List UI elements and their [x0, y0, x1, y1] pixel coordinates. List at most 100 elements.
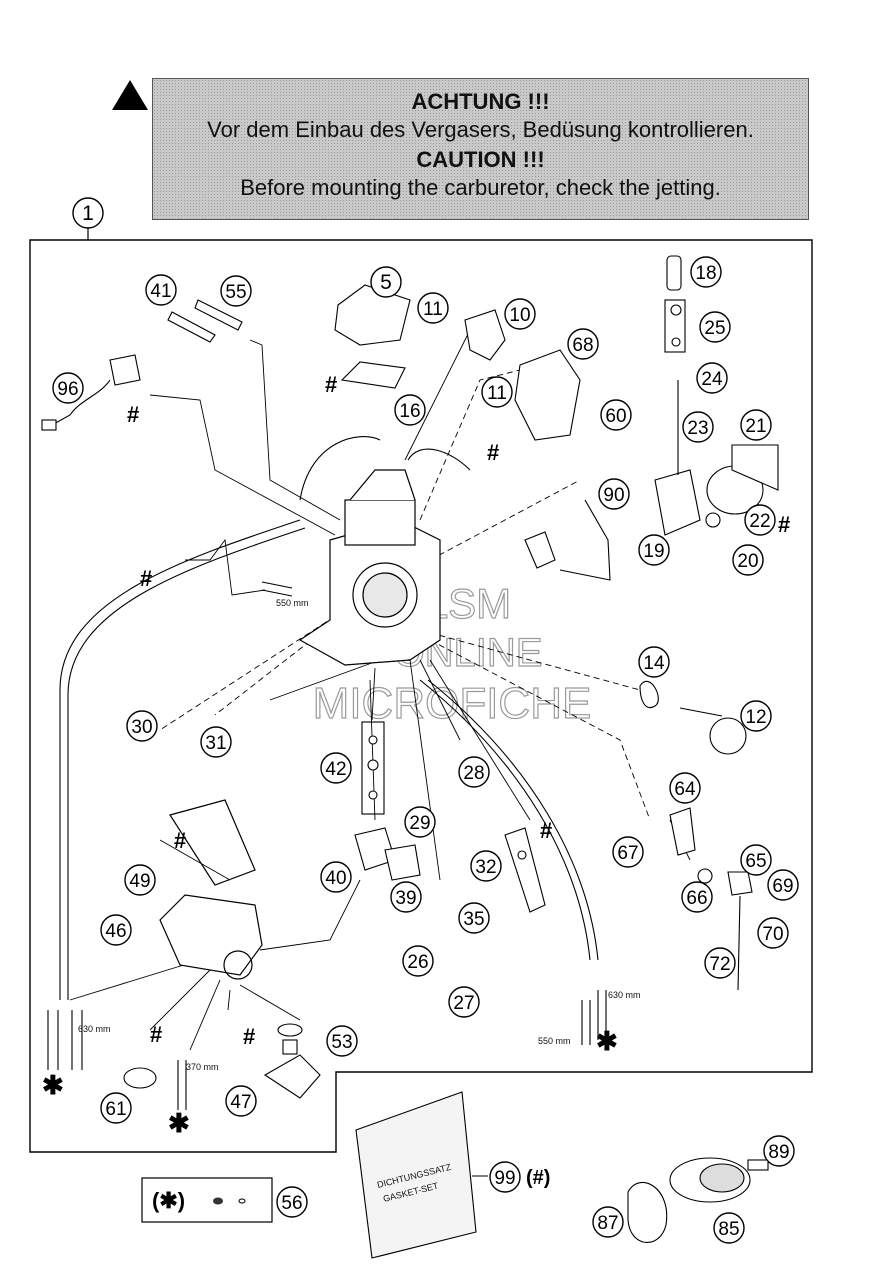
caution-title-de: ACHTUNG !!! [411, 89, 550, 114]
callout-number: 32 [475, 857, 496, 878]
callout-number: 96 [57, 379, 78, 400]
carburetor-body [298, 469, 441, 666]
watermark-line3: MICROFICHE [313, 679, 592, 728]
caution-text-de: Vor dem Einbau des Vergasers, Bedüsung k… [207, 117, 754, 142]
callout-22: 22 [744, 504, 776, 536]
callout-72: 72 [704, 947, 736, 979]
callout-61: 61 [100, 1092, 132, 1124]
callout-number: 29 [409, 813, 430, 834]
stack-18-25 [664, 255, 686, 353]
callout-68: 68 [567, 328, 599, 360]
callout-number: 70 [762, 924, 783, 945]
callout-number: 99 [494, 1168, 515, 1189]
callout-number: 26 [407, 952, 428, 973]
hash-marker: # [540, 818, 552, 843]
callout-11: 11 [481, 376, 513, 408]
callout-number: 87 [597, 1213, 618, 1234]
hash-marker: # [174, 828, 186, 853]
hose-length-left: 630 mm [78, 1024, 111, 1034]
jet-stack-42 [361, 721, 385, 815]
callout-39: 39 [390, 881, 422, 913]
callout-25: 25 [699, 311, 731, 343]
callout-14: 14 [638, 646, 670, 678]
callout-number: 49 [129, 871, 150, 892]
callout-24: 24 [696, 362, 728, 394]
assembly-frame [29, 239, 813, 1153]
callout-number: 23 [687, 418, 708, 439]
callout-number: 18 [695, 263, 716, 284]
callout-41: 41 [145, 274, 177, 306]
callout-number: 11 [487, 383, 507, 404]
callout-number: 64 [674, 779, 696, 800]
kit-label: (✱) [152, 1188, 185, 1213]
kit-callout: 56 [276, 1186, 308, 1218]
hash-marker: # [127, 402, 139, 427]
callout-number: 85 [718, 1219, 739, 1240]
callout-number: 31 [205, 733, 226, 754]
callout-42: 42 [320, 752, 352, 784]
cable-adjuster-90 [524, 499, 611, 581]
hash-marker: # [487, 440, 499, 465]
sensor-96 [41, 354, 141, 431]
callout-30: 30 [126, 710, 158, 742]
callout-12: 12 [740, 700, 772, 732]
callout-number: 35 [463, 909, 484, 930]
callout-70: 70 [757, 917, 789, 949]
callout-number: 67 [617, 843, 638, 864]
callout-number: 56 [281, 1193, 302, 1214]
callout-number: 28 [463, 763, 484, 784]
callout-27: 27 [448, 986, 480, 1018]
needle-32 [504, 827, 546, 913]
callout-number: 42 [325, 759, 346, 780]
vent-hoses [59, 436, 599, 1000]
hose-length-right-550: 550 mm [538, 1036, 571, 1046]
callout-number: 72 [709, 954, 730, 975]
callout-49: 49 [124, 864, 156, 896]
callout-55: 55 [220, 275, 252, 307]
callout-number: 68 [572, 335, 593, 356]
callout-85: 85 [713, 1212, 745, 1244]
sensor-19-part [654, 380, 779, 536]
callout-21: 21 [740, 409, 772, 441]
callout-23: 23 [682, 411, 714, 443]
gasket-set-suffix: (#) [526, 1167, 550, 1189]
star-marker: ✱ [596, 1026, 618, 1056]
callout-number: 60 [605, 406, 626, 427]
callout-69: 69 [767, 869, 799, 901]
callout-1: 1 [72, 197, 104, 229]
warning-triangle-icon [112, 80, 148, 110]
caution-title-en: CAUTION !!! [416, 147, 545, 172]
float-bowl-49 [159, 799, 263, 980]
caution-text-en: Before mounting the carburetor, check th… [240, 175, 721, 200]
callout-number: 69 [772, 876, 793, 897]
hose-stubs [47, 581, 607, 1110]
callout-29: 29 [404, 806, 436, 838]
callout-18: 18 [690, 256, 722, 288]
screws-41-55 [167, 299, 243, 343]
lever-parts [464, 309, 581, 441]
callout-number: 25 [704, 318, 725, 339]
callout-number: 12 [745, 707, 766, 728]
callout-96: 96 [52, 372, 84, 404]
callout-90: 90 [598, 478, 630, 510]
drain-plug-61 [123, 1067, 157, 1089]
gasket-markers: # # # # # # # # # [127, 372, 790, 1049]
gasket-set-callout: 99 [489, 1161, 521, 1193]
callout-60: 60 [600, 399, 632, 431]
callout-number: 61 [105, 1099, 126, 1120]
callout-47: 47 [225, 1085, 257, 1117]
throttle-shaft-part [639, 680, 747, 755]
callout-number: 65 [745, 851, 766, 872]
callout-number: 41 [150, 281, 171, 302]
callout-87: 87 [592, 1206, 624, 1238]
callout-number: 55 [225, 282, 246, 303]
callout-number: 24 [701, 369, 723, 390]
float-39 [354, 827, 421, 881]
callout-53: 53 [326, 1025, 358, 1057]
callout-number: 27 [453, 993, 474, 1014]
star-marker: ✱ [168, 1108, 190, 1138]
callout-64: 64 [669, 772, 701, 804]
